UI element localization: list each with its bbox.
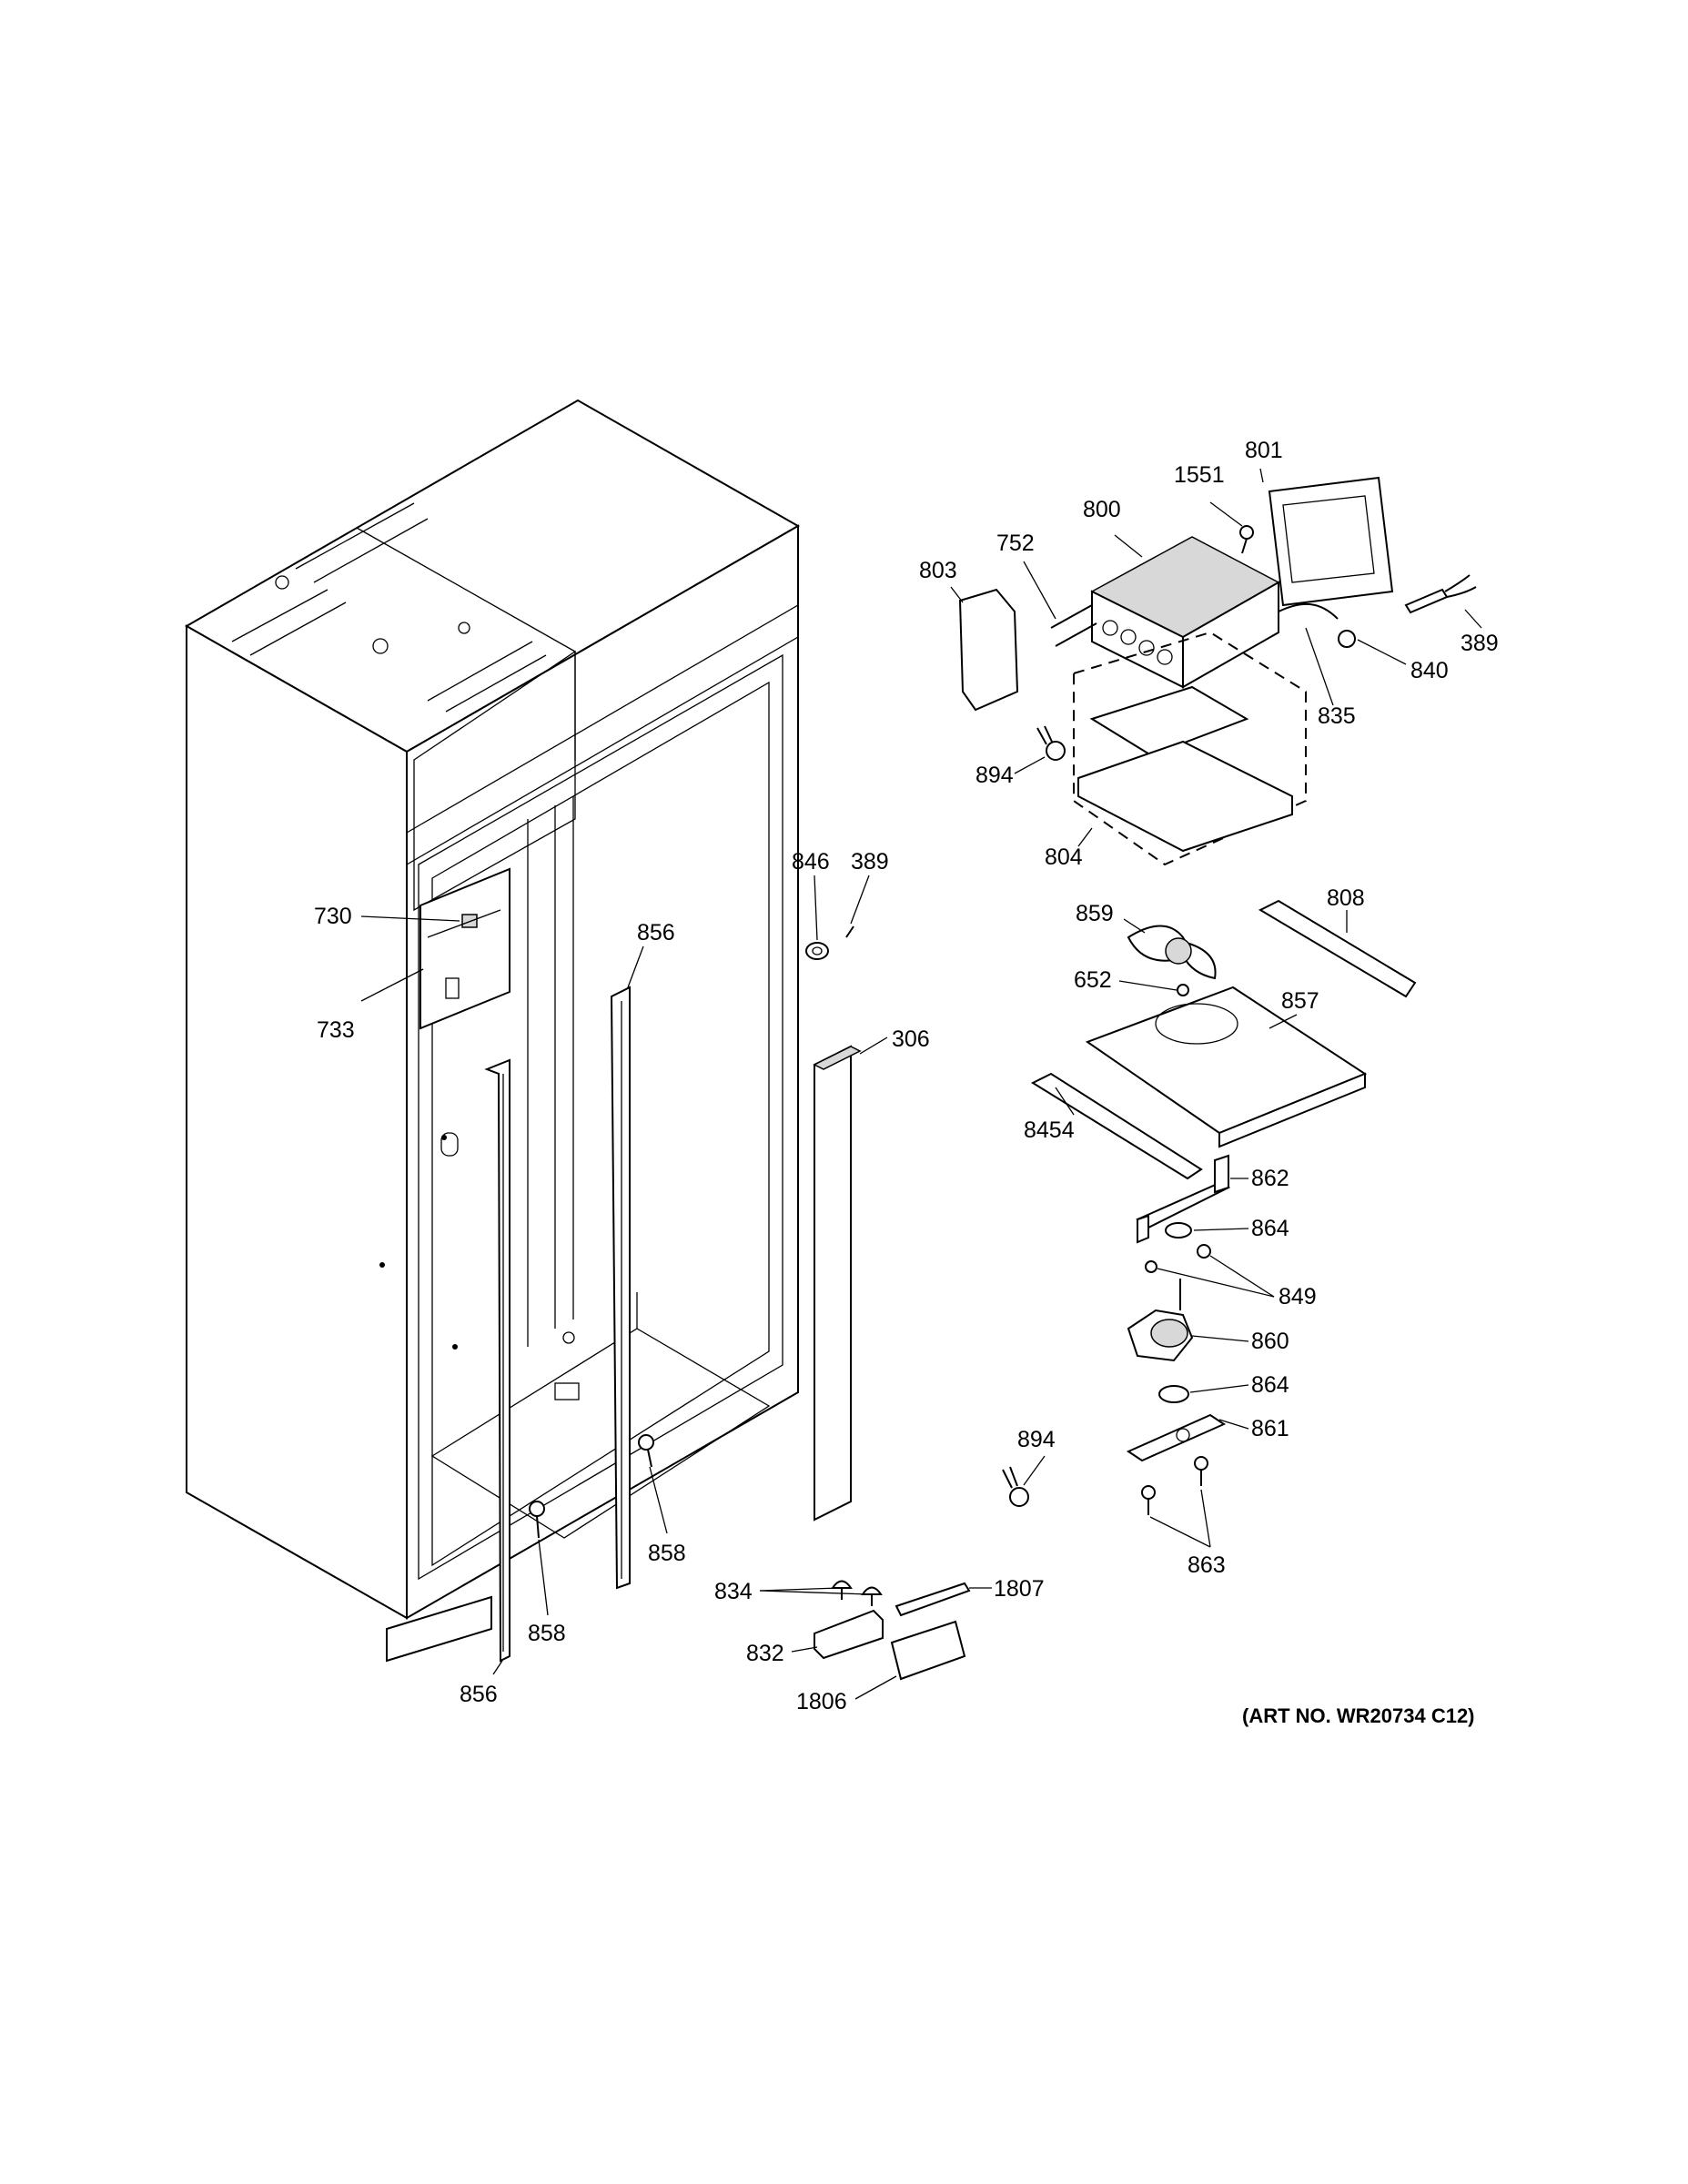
art-number: (ART NO. WR20734 C12) (1242, 1704, 1475, 1727)
callout-389-top: 389 (1461, 631, 1499, 656)
leader-lines (360, 468, 1482, 1700)
callout-834: 834 (714, 1579, 753, 1604)
callout-306: 306 (892, 1026, 930, 1052)
callout-861: 861 (1251, 1416, 1289, 1441)
callout-1807: 1807 (994, 1576, 1045, 1602)
callout-804: 804 (1045, 844, 1083, 870)
callout-652: 652 (1074, 967, 1112, 993)
callout-labels: 801 1551 800 752 803 389 840 835 894 804… (314, 438, 1499, 1727)
callout-863: 863 (1188, 1552, 1226, 1578)
refrigerator-cabinet (184, 399, 801, 1663)
callout-832: 832 (746, 1641, 784, 1666)
callout-1806: 1806 (796, 1689, 847, 1714)
callout-864-bot: 864 (1251, 1372, 1289, 1398)
gasket-strip-left (484, 1058, 510, 1663)
callout-894-top: 894 (975, 763, 1014, 788)
callout-801: 801 (1245, 438, 1283, 463)
callout-864-top: 864 (1251, 1216, 1289, 1241)
grommet-846 (805, 942, 829, 960)
pin-389-mid (845, 925, 854, 938)
trim-strip-306 (813, 1045, 862, 1522)
callout-1551: 1551 (1174, 462, 1225, 488)
callout-835: 835 (1318, 703, 1356, 729)
callout-856-bot: 856 (460, 1682, 498, 1707)
evaporator-assembly (958, 476, 1477, 866)
callout-894-bot: 894 (1017, 1427, 1056, 1452)
callout-860: 860 (1251, 1329, 1289, 1354)
callout-858-left: 858 (528, 1621, 566, 1646)
callout-849: 849 (1279, 1284, 1317, 1309)
fan-assembly (1002, 899, 1417, 1515)
callout-808: 808 (1327, 885, 1365, 911)
callout-862: 862 (1251, 1166, 1289, 1191)
control-housing (419, 867, 510, 1030)
callout-857: 857 (1281, 988, 1319, 1014)
callout-840: 840 (1410, 658, 1449, 683)
callout-800: 800 (1083, 497, 1121, 522)
callout-389-mid: 389 (851, 849, 889, 875)
callout-846: 846 (792, 849, 830, 875)
callout-752: 752 (996, 531, 1035, 556)
callout-803: 803 (919, 558, 957, 583)
callout-733: 733 (317, 1017, 355, 1043)
screw-858-left (529, 1501, 545, 1539)
screw-858-right (638, 1434, 654, 1468)
callout-730: 730 (314, 904, 352, 929)
callout-859: 859 (1076, 901, 1114, 926)
callout-858-right: 858 (648, 1541, 686, 1566)
lower-components (814, 1580, 971, 1681)
gasket-strip-right (610, 986, 631, 1590)
callout-8454: 8454 (1024, 1117, 1075, 1143)
callout-856-top: 856 (637, 920, 675, 945)
